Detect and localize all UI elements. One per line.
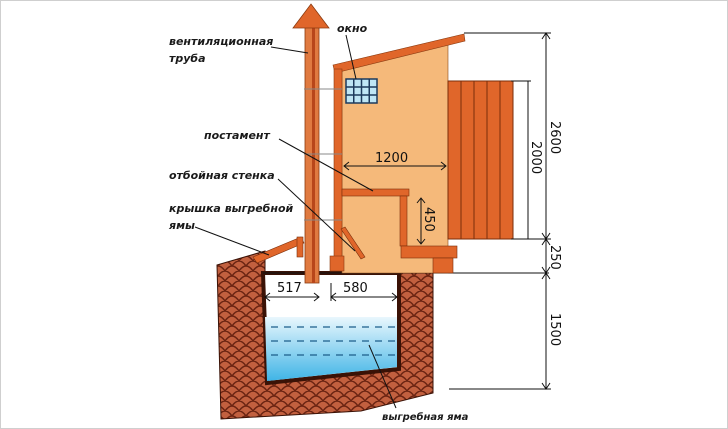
dim-pit-depth: 1500 — [547, 313, 562, 346]
label-vent-pipe-1: вентиляционная — [169, 35, 273, 48]
leader-lines — [194, 34, 397, 409]
door — [447, 80, 514, 240]
pedestal-top — [341, 188, 410, 197]
window-icon — [345, 78, 378, 104]
label-pit-lid-1: крышка выгребной — [169, 202, 294, 215]
dim-pit-left: 517 — [277, 281, 302, 296]
post-foot — [329, 255, 345, 272]
dim-total-height: 2600 — [547, 121, 562, 154]
dim-seat-height: 450 — [421, 207, 436, 232]
label-pit-lid-2: ямы — [168, 219, 195, 232]
lid-support — [296, 236, 304, 258]
label-splash-wall: отбойная стенка — [169, 169, 275, 182]
dim-door-height: 2000 — [528, 141, 543, 174]
label-window: окно — [337, 22, 368, 35]
label-pedestal: постамент — [204, 129, 271, 142]
pedestal-leg — [399, 195, 408, 247]
label-cesspit: выгребная яма — [382, 411, 469, 423]
corner-post — [333, 68, 343, 270]
dim-foundation: 250 — [547, 245, 562, 270]
dimension-lines — [264, 32, 551, 390]
pit-water — [265, 317, 397, 381]
dim-pit-right: 580 — [343, 281, 368, 296]
splash-wall — [340, 226, 366, 260]
vent-pipe — [292, 3, 342, 284]
label-vent-pipe-2: труба — [169, 52, 206, 65]
pit-lid — [252, 236, 305, 264]
dim-cabin-width: 1200 — [375, 151, 408, 166]
step-block — [432, 257, 454, 274]
step — [400, 245, 458, 259]
